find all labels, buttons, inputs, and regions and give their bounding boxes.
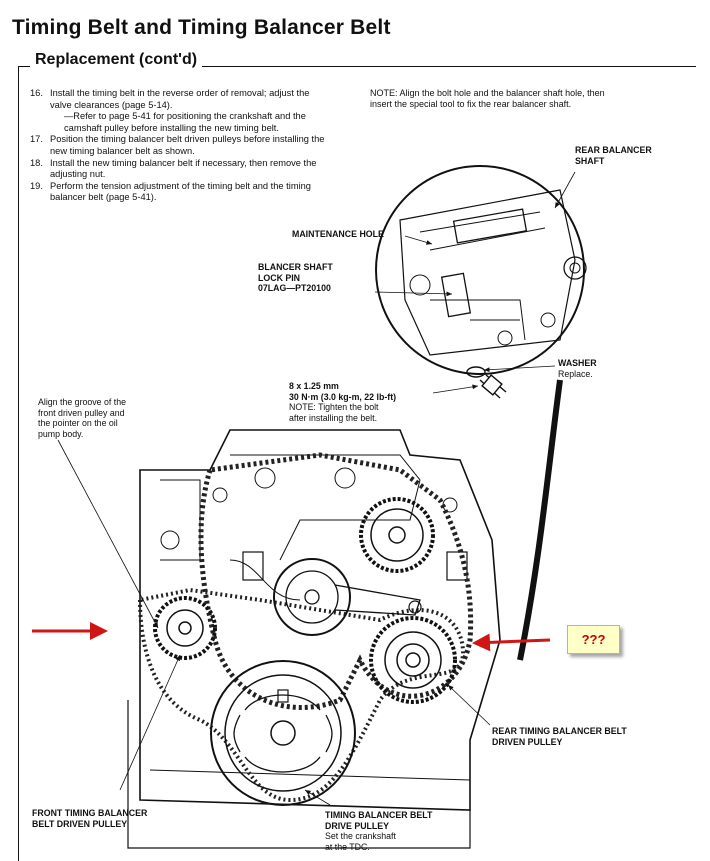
engine-block xyxy=(127,429,501,849)
step-text: Install the new timing balancer belt if … xyxy=(50,157,317,180)
washer-bolt xyxy=(466,366,507,399)
inset-detail xyxy=(375,165,587,375)
note-balancer-shaft: NOTE: Align the bolt hole and the balanc… xyxy=(370,88,605,110)
front-driven-pulley xyxy=(153,596,217,660)
question-annotation-box: ??? xyxy=(567,625,620,654)
red-arrow-right xyxy=(472,633,551,652)
drive-pulley xyxy=(210,660,356,806)
timing-belt xyxy=(198,452,474,710)
belt-callout-line xyxy=(517,379,563,661)
section-rule-left xyxy=(18,66,19,861)
step-16: 16. Install the timing belt in the rever… xyxy=(30,88,330,134)
page-title: Timing Belt and Timing Balancer Belt xyxy=(12,16,391,39)
step-text: Position the timing balancer belt driven… xyxy=(50,134,325,156)
step-18: 18. Install the new timing balancer belt… xyxy=(30,158,330,181)
step-text: Install the timing belt in the reverse o… xyxy=(50,88,310,110)
section-rule xyxy=(18,66,696,67)
step-19: 19. Perform the tension adjustment of th… xyxy=(30,181,330,204)
rear-driven-pulley xyxy=(369,616,457,704)
step-subnote: —Refer to page 5-41 for positioning the … xyxy=(64,111,306,133)
step-number: 17. xyxy=(30,134,43,145)
step-number: 19. xyxy=(30,180,43,191)
balancer-belt xyxy=(137,587,466,803)
step-number: 18. xyxy=(30,157,43,168)
step-list: 16. Install the timing belt in the rever… xyxy=(30,88,330,204)
camshaft-pulley xyxy=(359,497,435,573)
step-number: 16. xyxy=(30,88,43,98)
red-arrows xyxy=(32,622,551,652)
section-heading: Replacement (cont'd) xyxy=(30,51,203,69)
water-pump-pulley xyxy=(273,558,422,636)
step-17: 17. Position the timing balancer belt dr… xyxy=(30,134,330,157)
label-maintenance-hole: MAINTENANCE HOLE xyxy=(292,229,384,239)
step-text: Perform the tension adjustment of the ti… xyxy=(50,180,311,203)
